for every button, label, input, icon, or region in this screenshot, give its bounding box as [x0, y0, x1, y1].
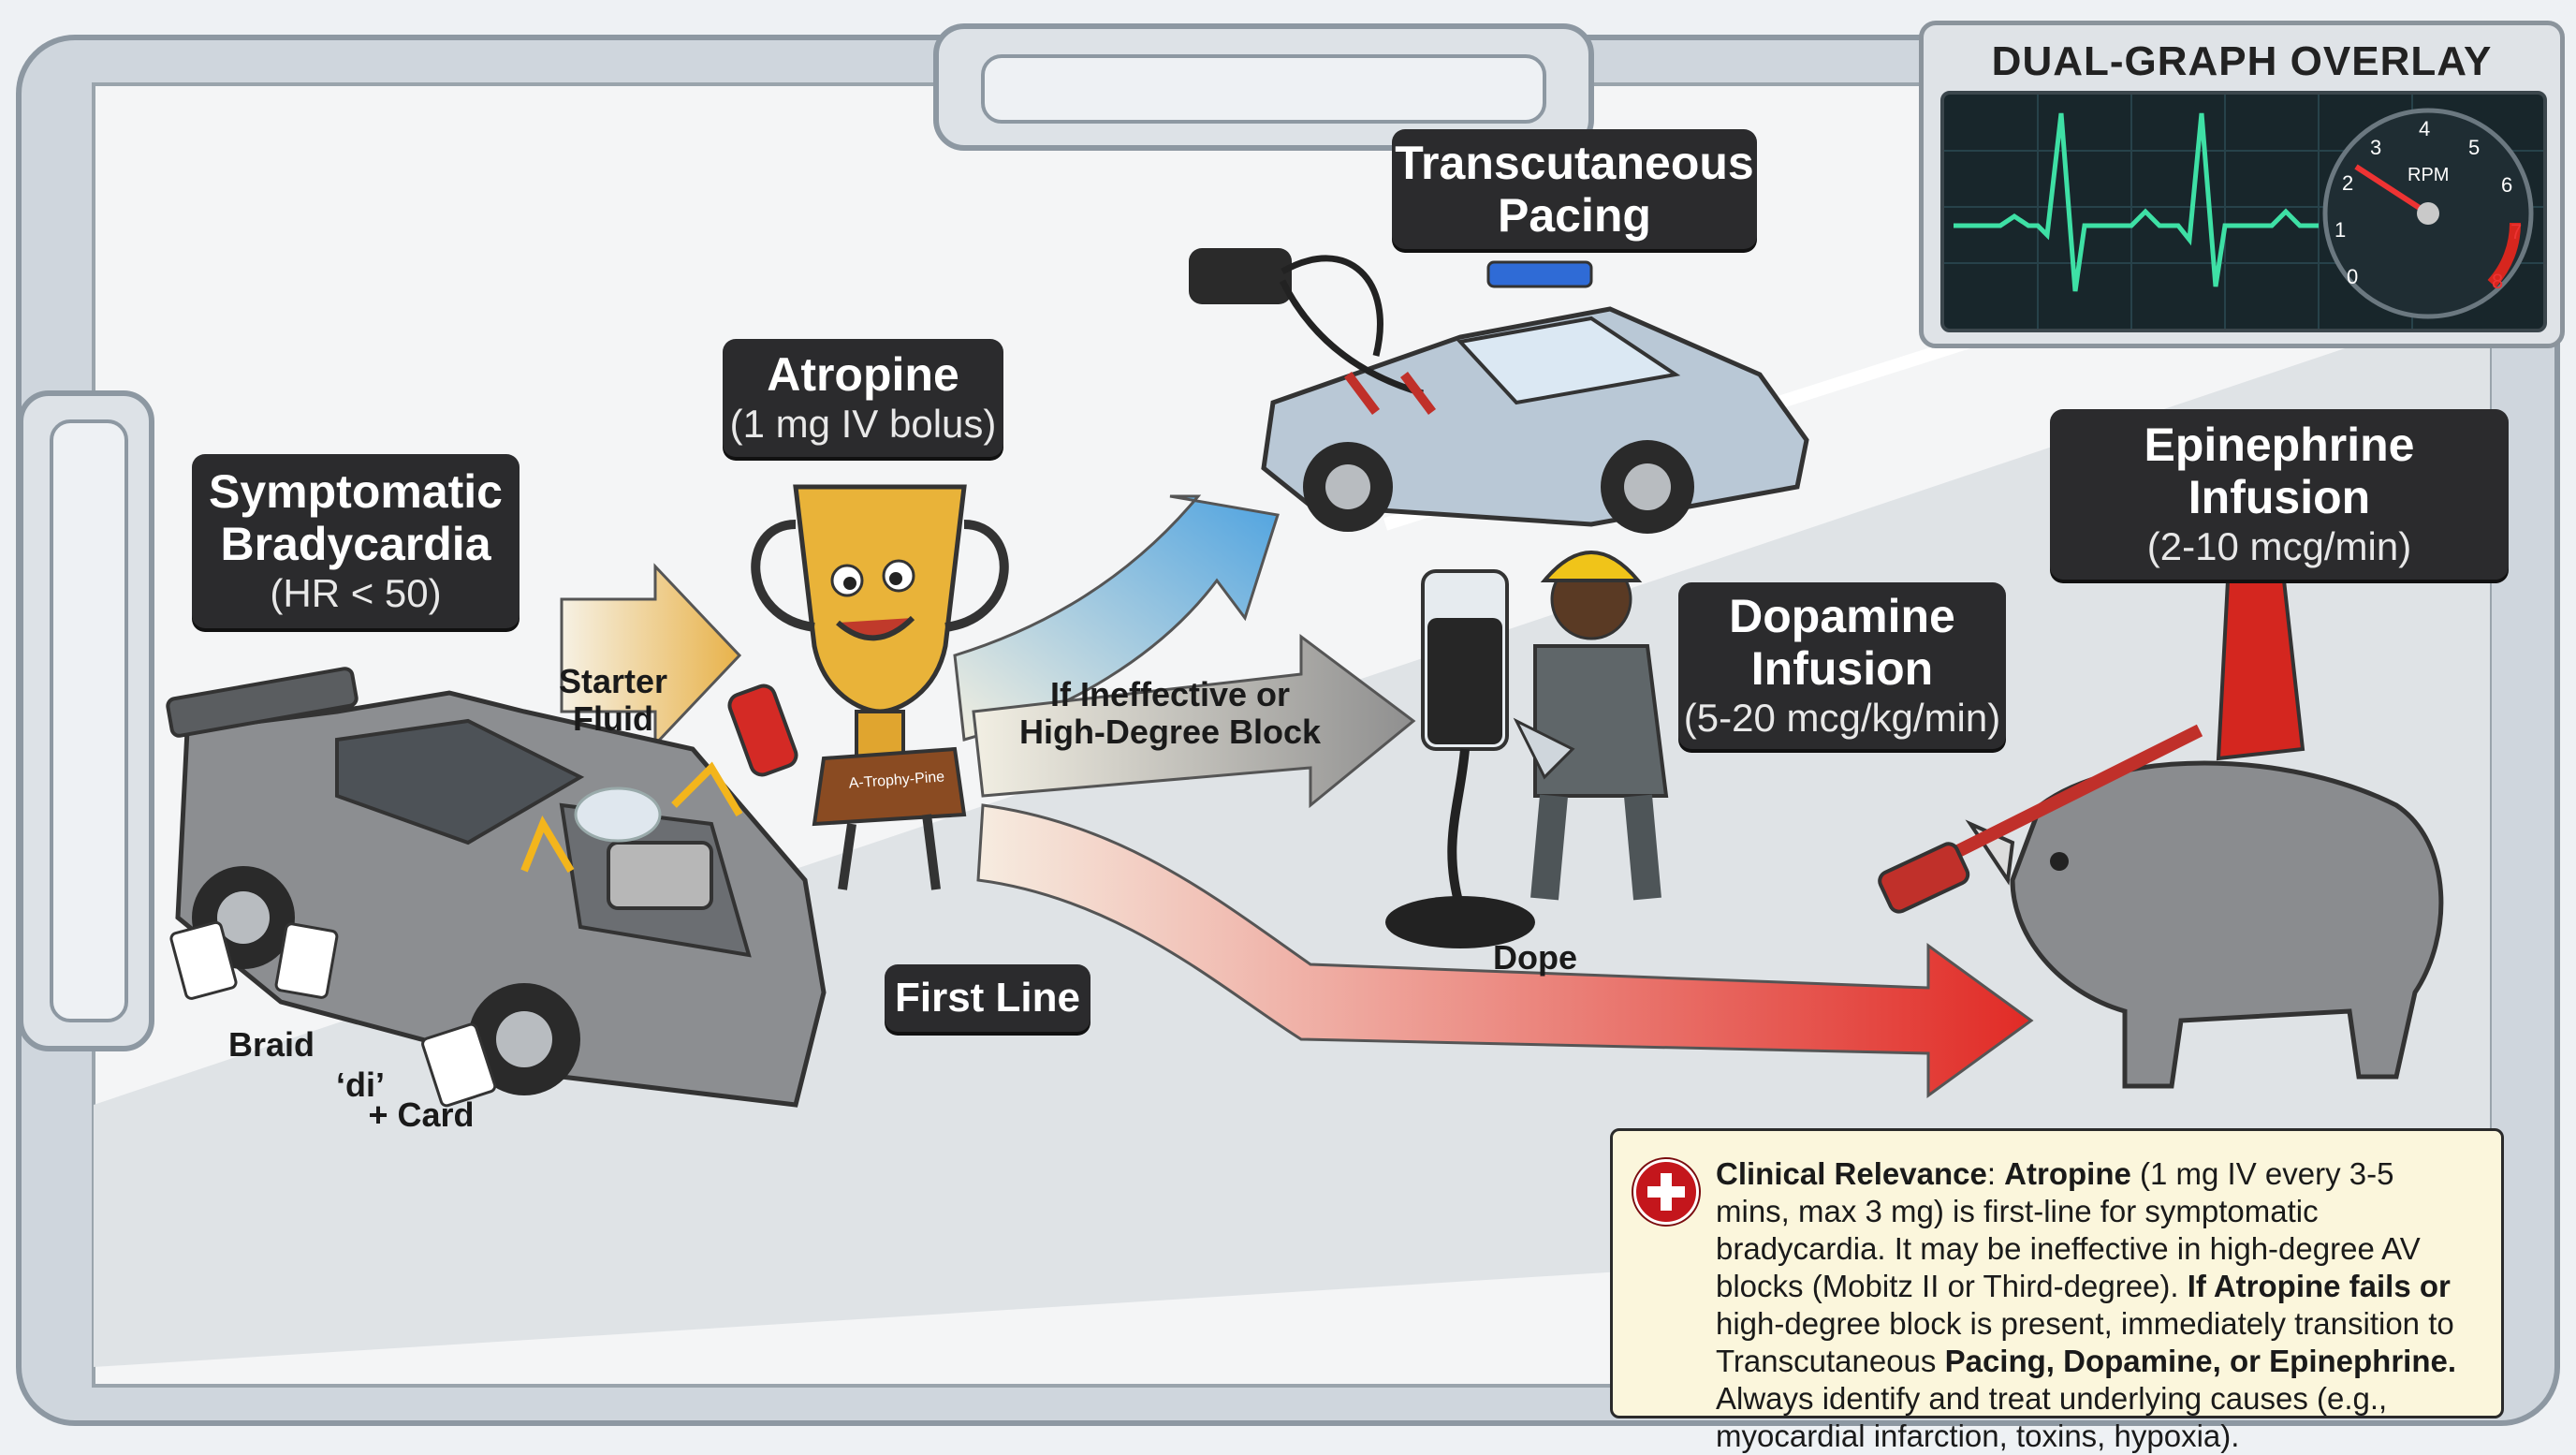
annotation-card: + Card	[368, 1095, 475, 1134]
rpm-gauge: 0 1 2 3 4 5 6 7 8 RPM	[2322, 108, 2534, 319]
clinical-drug: Atropine	[2004, 1156, 2131, 1191]
clinical-options: Pacing, Dopamine, or Epinephrine.	[1944, 1344, 2457, 1378]
clinical-relevance-panel: Clinical Relevance: Atropine (1 mg IV ev…	[1610, 1128, 2504, 1453]
label-dopamine-infusion: Dopamine Infusion (5-20 mcg/kg/min)	[1678, 582, 2006, 749]
dopamine-title-1: Dopamine	[1729, 590, 1955, 642]
clinical-p1: :	[1986, 1156, 2005, 1191]
miner-iv-illustration	[1385, 551, 1669, 948]
annotation-starter-fluid: Starter Fluid	[543, 663, 683, 738]
epinephrine-arrow	[976, 803, 2034, 1098]
gauge-tick-6: 6	[2501, 173, 2512, 197]
clinical-p3: high-degree block is present, immediatel…	[1716, 1306, 2454, 1378]
label-symptomatic-bradycardia: Symptomatic Bradycardia (HR < 50)	[192, 454, 520, 628]
police-car-illustration	[1189, 248, 1809, 534]
dual-graph-overlay: DUAL-GRAPH OVERLAY 0 1 2 3 4 5 6 7 8 RPM	[1919, 21, 2565, 348]
epinephrine-sub: (2-10 mcg/min)	[2146, 524, 2412, 568]
clinical-p4: Always identify and treat underlying cau…	[1716, 1381, 2388, 1453]
atropine-sub: (1 mg IV bolus)	[729, 402, 997, 446]
starter-line-1: Starter	[558, 662, 668, 700]
dopamine-title-2: Infusion	[1750, 642, 1934, 695]
starter-line-2: Fluid	[573, 699, 653, 738]
label-epinephrine-infusion: Epinephrine Infusion (2-10 mcg/min)	[2050, 409, 2509, 580]
ineffective-line-1: If Ineffective or	[1049, 675, 1291, 713]
pacing-title-1: Transcutaneous	[1395, 137, 1754, 189]
label-first-line: First Line	[885, 964, 1090, 1032]
bradycardia-title-2: Bradycardia	[220, 518, 491, 570]
gray-car-illustration	[166, 667, 827, 1108]
road	[94, 300, 2490, 1367]
clinical-heading: Clinical Relevance	[1716, 1156, 1987, 1191]
gauge-tick-3: 3	[2370, 136, 2381, 159]
epinephrine-title: Epinephrine Infusion	[2144, 419, 2415, 523]
annotation-dope: Dope	[1493, 938, 1577, 977]
first-line-text: First Line	[894, 975, 1081, 1021]
clinical-fails: If Atropine fails or	[2187, 1269, 2451, 1303]
gauge-label: RPM	[2408, 165, 2449, 185]
overlay-title: DUAL-GRAPH OVERLAY	[1991, 38, 2493, 84]
label-atropine: Atropine (1 mg IV bolus)	[723, 339, 1003, 457]
ecg-monitor: 0 1 2 3 4 5 6 7 8 RPM	[1940, 91, 2547, 332]
annotation-di: ‘di’	[336, 1066, 385, 1104]
pacing-title-2: Pacing	[1498, 189, 1651, 242]
bradycardia-sub: (HR < 50)	[270, 571, 442, 615]
gauge-needle	[2354, 164, 2430, 216]
gauge-tick-0: 0	[2347, 265, 2358, 288]
ecg-graph	[1944, 95, 2543, 329]
gauge-tick-7: 7	[2510, 220, 2522, 243]
bradycardia-title-1: Symptomatic	[209, 465, 503, 518]
clinical-p2: (1 mg IV every 3-5 mins, max 3 mg) is fi…	[1716, 1156, 2421, 1303]
label-transcutaneous-pacing: Transcutaneous Pacing	[1392, 129, 1757, 249]
gauge-tick-4: 4	[2419, 117, 2430, 140]
dopamine-arrow	[972, 634, 1416, 809]
atropine-title: Atropine	[767, 348, 959, 401]
ecg-trace	[1954, 112, 2319, 292]
medical-cross-icon	[1633, 1159, 1699, 1225]
annotation-braid: Braid	[227, 1025, 315, 1064]
ineffective-line-2: High-Degree Block	[1018, 713, 1322, 751]
annotation-ineffective: If Ineffective or High-Degree Block	[1016, 676, 1325, 751]
gauge-tick-2: 2	[2342, 171, 2353, 195]
starter-arrow	[560, 563, 742, 748]
gauge-tick-5: 5	[2468, 136, 2480, 159]
gauge-tick-8: 8	[2492, 270, 2503, 293]
dopamine-sub: (5-20 mcg/kg/min)	[1683, 696, 2001, 740]
gauge-tick-1: 1	[2334, 218, 2346, 242]
trophy-character-illustration	[727, 484, 1009, 890]
